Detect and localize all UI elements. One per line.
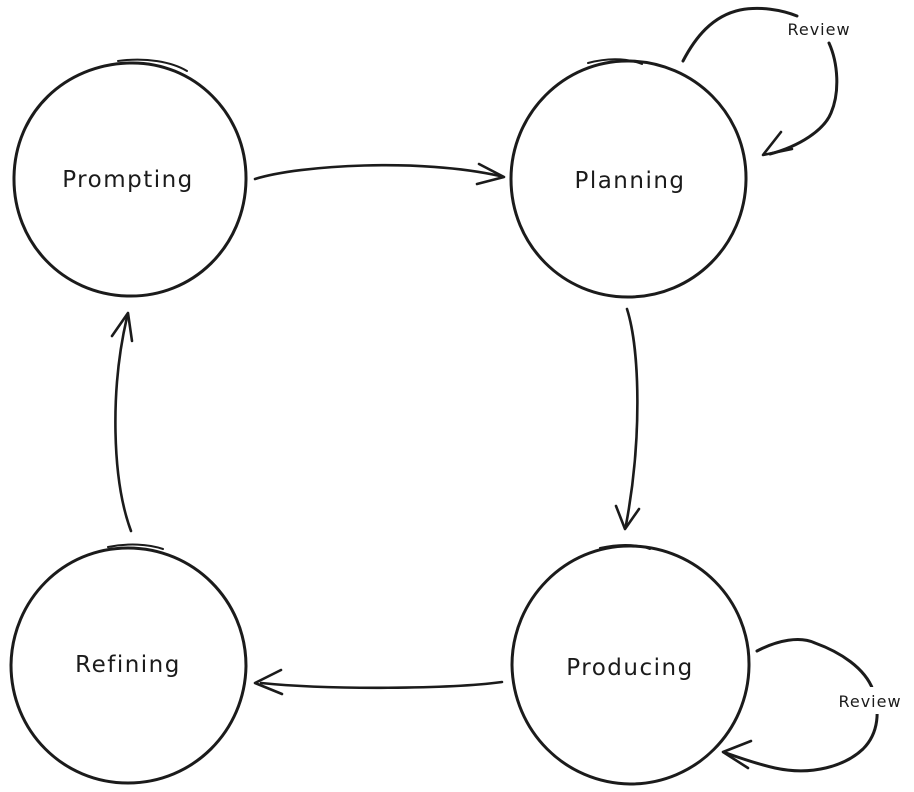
edge-producing-to-refining-arrowhead bbox=[253, 668, 284, 696]
edge-planning-to-producing-line bbox=[624, 307, 639, 527]
node-producing-circle bbox=[510, 544, 751, 786]
node-refining-label: Refining bbox=[75, 652, 181, 678]
node-refining: Refining bbox=[9, 543, 248, 785]
node-prompting-sketch-overlap bbox=[117, 58, 188, 72]
edge-planning-review-loop: Review bbox=[681, 6, 850, 157]
edge-producing-review-label-mask bbox=[833, 687, 909, 714]
node-planning-label: Planning bbox=[574, 168, 685, 194]
edge-planning-to-producing-arrowhead bbox=[614, 504, 641, 531]
node-prompting-circle bbox=[12, 61, 248, 298]
edge-prompting-to-planning-line bbox=[253, 163, 502, 181]
edge-producing-review-loop: Review bbox=[721, 638, 909, 773]
node-producing: Producing bbox=[510, 544, 751, 786]
edge-planning-review-loop-out bbox=[681, 6, 799, 63]
node-prompting: Prompting bbox=[12, 58, 248, 298]
edge-planning-review-label: Review bbox=[787, 20, 850, 39]
node-refining-circle bbox=[9, 546, 248, 785]
edge-producing-review-loop-line bbox=[724, 638, 879, 773]
edge-producing-to-refining-line bbox=[259, 680, 504, 690]
node-refining-sketch-overlap bbox=[107, 543, 164, 550]
node-planning-circle bbox=[509, 59, 748, 299]
edge-producing-review-arrowhead bbox=[721, 739, 753, 770]
edge-producing-to-refining bbox=[253, 668, 504, 696]
node-planning-sketch-overlap bbox=[587, 58, 643, 65]
node-producing-sketch-overlap bbox=[599, 544, 651, 550]
node-prompting-label: Prompting bbox=[62, 167, 194, 193]
edge-planning-to-producing bbox=[614, 307, 641, 531]
edge-planning-review-loop-in bbox=[768, 41, 839, 156]
edge-refining-to-prompting bbox=[110, 311, 134, 533]
edge-producing-review-label: Review bbox=[838, 692, 901, 711]
node-planning: Planning bbox=[509, 58, 748, 299]
edge-refining-to-prompting-line bbox=[114, 315, 133, 533]
edge-prompting-to-planning-arrowhead bbox=[475, 162, 506, 186]
edge-planning-review-arrowhead bbox=[761, 130, 794, 157]
node-producing-label: Producing bbox=[566, 655, 693, 681]
edge-refining-to-prompting-arrowhead bbox=[110, 311, 134, 343]
edge-prompting-to-planning bbox=[253, 162, 506, 186]
